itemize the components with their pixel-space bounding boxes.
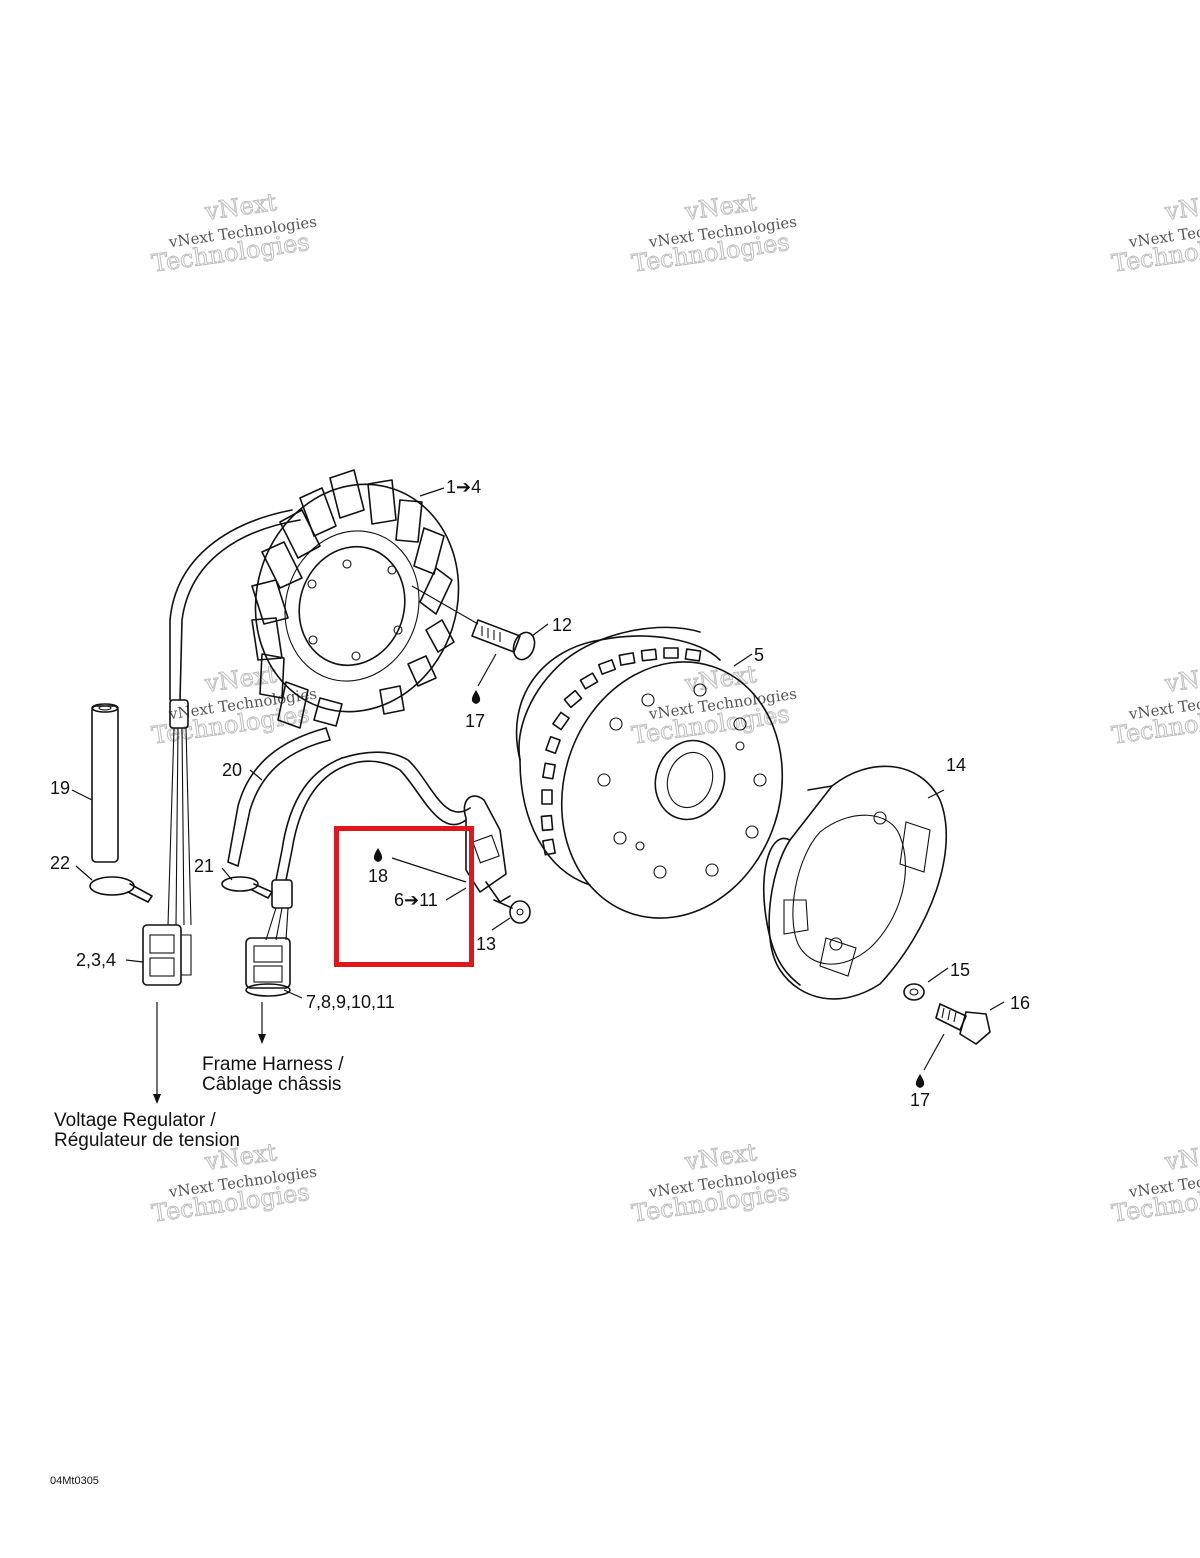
frame-harness-note-en: Frame Harness / [202,1054,344,1075]
label-7-11: 7,8,9,10,11 [306,992,395,1012]
leader-lines [71,487,1005,1104]
watermark: vNext vNext Technologies Technologies vN… [150,188,1200,1229]
svg-text:vNext: vNext [1162,188,1200,226]
voltage-regulator-note-en: Voltage Regulator / [54,1110,216,1131]
oil-drop-icon [373,848,383,862]
label-17a: 17 [465,711,485,731]
label-16: 16 [1010,993,1030,1013]
reference-code: 04Mt0305 [50,1475,99,1487]
highlight-box [334,826,474,967]
label-6-11: 6➔11 [394,890,438,910]
washer [903,983,925,1001]
cover-plate [762,765,948,1000]
label-20: 20 [222,760,242,780]
svg-text:vNext: vNext [1162,660,1200,698]
bolt [935,1003,991,1045]
svg-text:vNext: vNext [1162,1138,1200,1176]
label-22: 22 [50,853,70,873]
stator-wire [142,509,301,986]
label-18: 18 [368,866,388,886]
label-13: 13 [476,934,496,954]
label-21: 21 [194,856,214,876]
oil-drop-icon [471,690,481,704]
stator [251,469,460,729]
stator-screw [411,585,536,661]
voltage-regulator-note-fr: Régulateur de tension [54,1130,240,1151]
label-2-4: 2,3,4 [76,950,116,970]
label-15: 15 [950,960,970,980]
oil-drop-icon [915,1074,925,1088]
flywheel [515,626,784,919]
tie-wrap-22 [89,876,153,903]
sleeve [91,703,119,863]
label-19: 19 [50,778,70,798]
label-12: 12 [552,615,572,635]
trigger-coil [245,751,531,997]
label-5: 5 [754,645,764,665]
tie-wrap-21 [221,876,273,899]
label-17b: 17 [910,1090,930,1110]
label-1-4: 1➔4 [446,477,481,497]
frame-harness-note-fr: Câblage châssis [202,1074,341,1095]
conduit-tube [227,727,331,867]
label-14: 14 [946,755,966,775]
